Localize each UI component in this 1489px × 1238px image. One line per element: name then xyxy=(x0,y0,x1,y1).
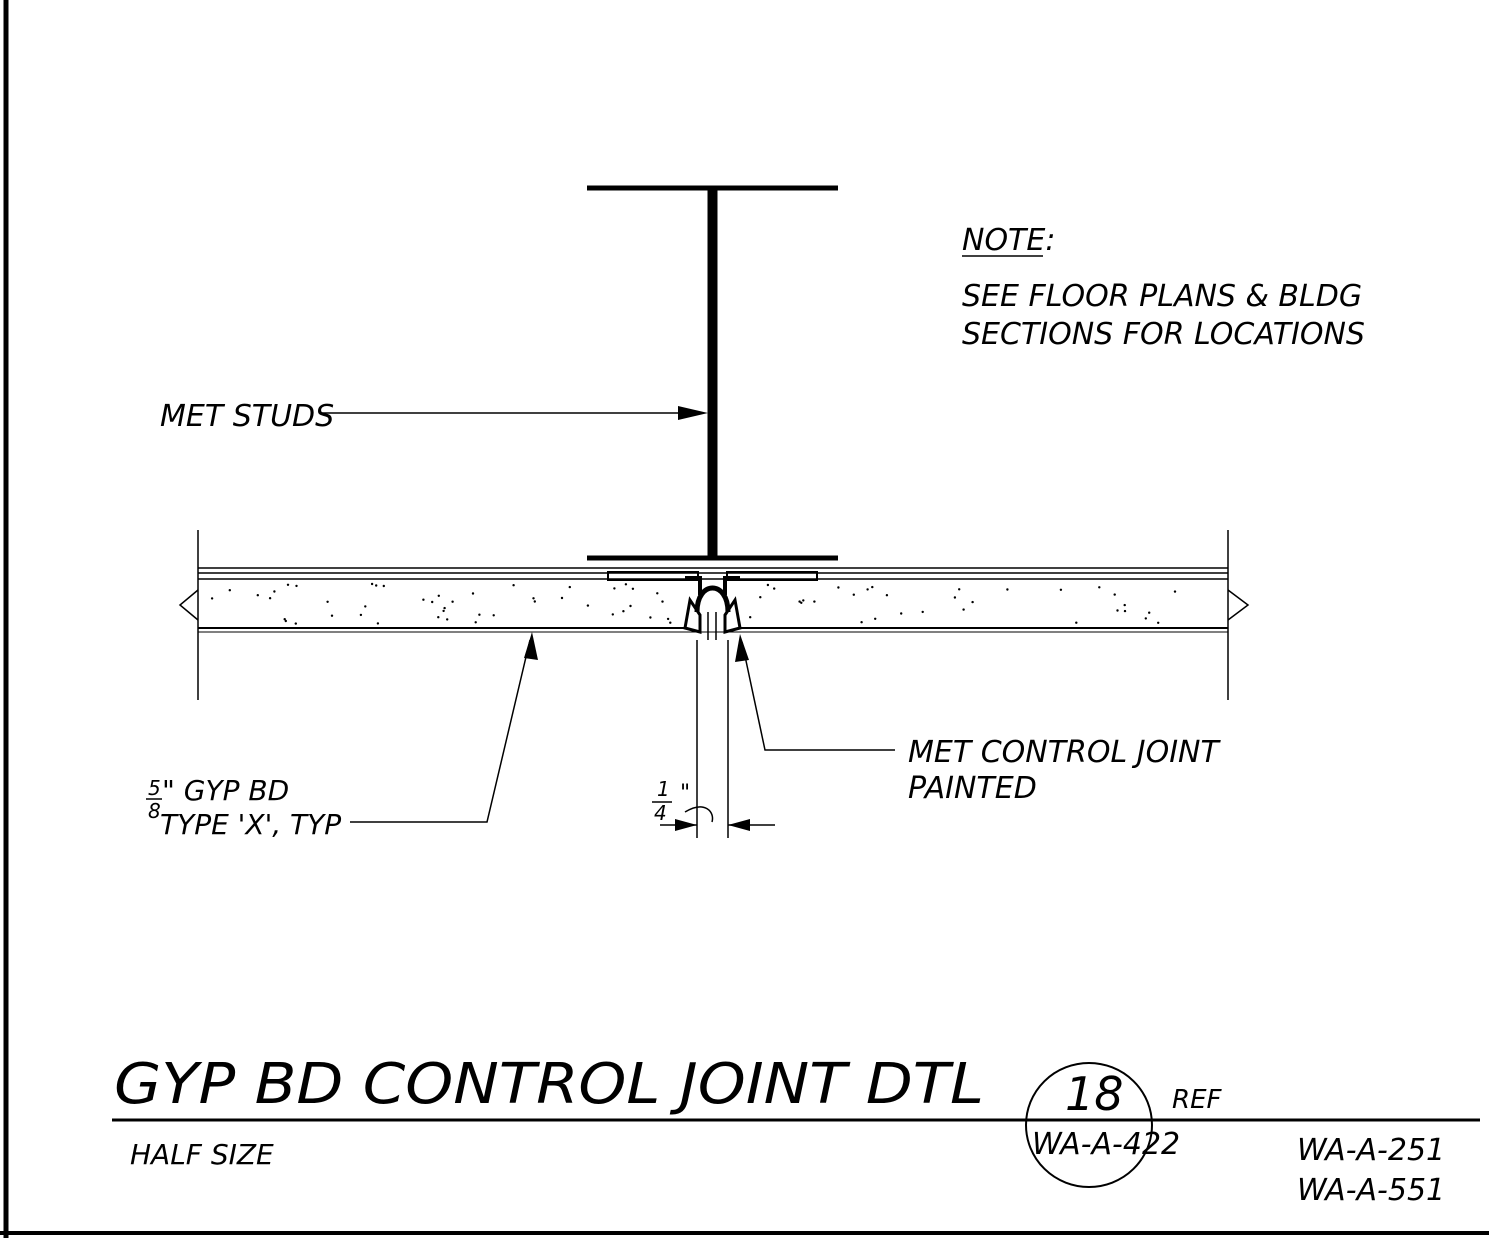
ref-sheet-2: WA-A-551 xyxy=(1297,1173,1445,1208)
gyp-bd-label: 5 8 " GYP BD TYPE 'X', TYP xyxy=(146,774,341,841)
detail-number: 18 xyxy=(1065,1067,1124,1121)
note-heading: NOTE: xyxy=(962,223,1055,258)
ref-label: REF xyxy=(1172,1085,1222,1115)
detail-sheet: WA-A-422 xyxy=(1032,1127,1180,1162)
gyp-fraction-numerator: 5 xyxy=(148,776,161,800)
note-block: NOTE: SEE FLOOR PLANS & BLDG SECTIONS FO… xyxy=(962,223,1365,352)
dim-denominator: 4 xyxy=(654,801,667,825)
leaders xyxy=(322,406,895,823)
control-joint-bead xyxy=(607,571,818,640)
gyp-fraction-denominator: 8 xyxy=(148,799,161,823)
gyp-label-line-1: " GYP BD xyxy=(162,774,289,807)
drawing-title: GYP BD CONTROL JOINT DTL xyxy=(114,1052,984,1117)
dim-unit: " xyxy=(680,781,690,806)
scale-label: HALF SIZE xyxy=(130,1138,274,1171)
ref-sheet-1: WA-A-251 xyxy=(1297,1133,1445,1168)
joint-dimension xyxy=(660,640,775,838)
stud-right-channel xyxy=(712,185,838,561)
control-joint-label: MET CONTROL JOINT PAINTED xyxy=(908,735,1221,806)
detail-callout-circle xyxy=(1025,1062,1153,1188)
stud-left-channel xyxy=(587,185,713,561)
control-joint-line-1: MET CONTROL JOINT xyxy=(908,735,1221,770)
note-line-1: SEE FLOOR PLANS & BLDG xyxy=(962,279,1362,314)
gyp-label-line-2: TYPE 'X', TYP xyxy=(160,808,341,841)
note-line-2: SECTIONS FOR LOCATIONS xyxy=(962,317,1365,352)
dim-numerator: 1 xyxy=(657,777,670,801)
dimension-label: 1 4 " xyxy=(652,777,690,825)
gyp-board-wall xyxy=(178,530,1250,700)
title-block: GYP BD CONTROL JOINT DTL HALF SIZE 18 WA… xyxy=(112,1052,1480,1208)
metal-stud xyxy=(587,185,838,561)
met-studs-label: MET STUDS xyxy=(160,399,334,434)
gyp-speckles xyxy=(210,582,1177,625)
control-joint-line-2: PAINTED xyxy=(908,771,1037,806)
